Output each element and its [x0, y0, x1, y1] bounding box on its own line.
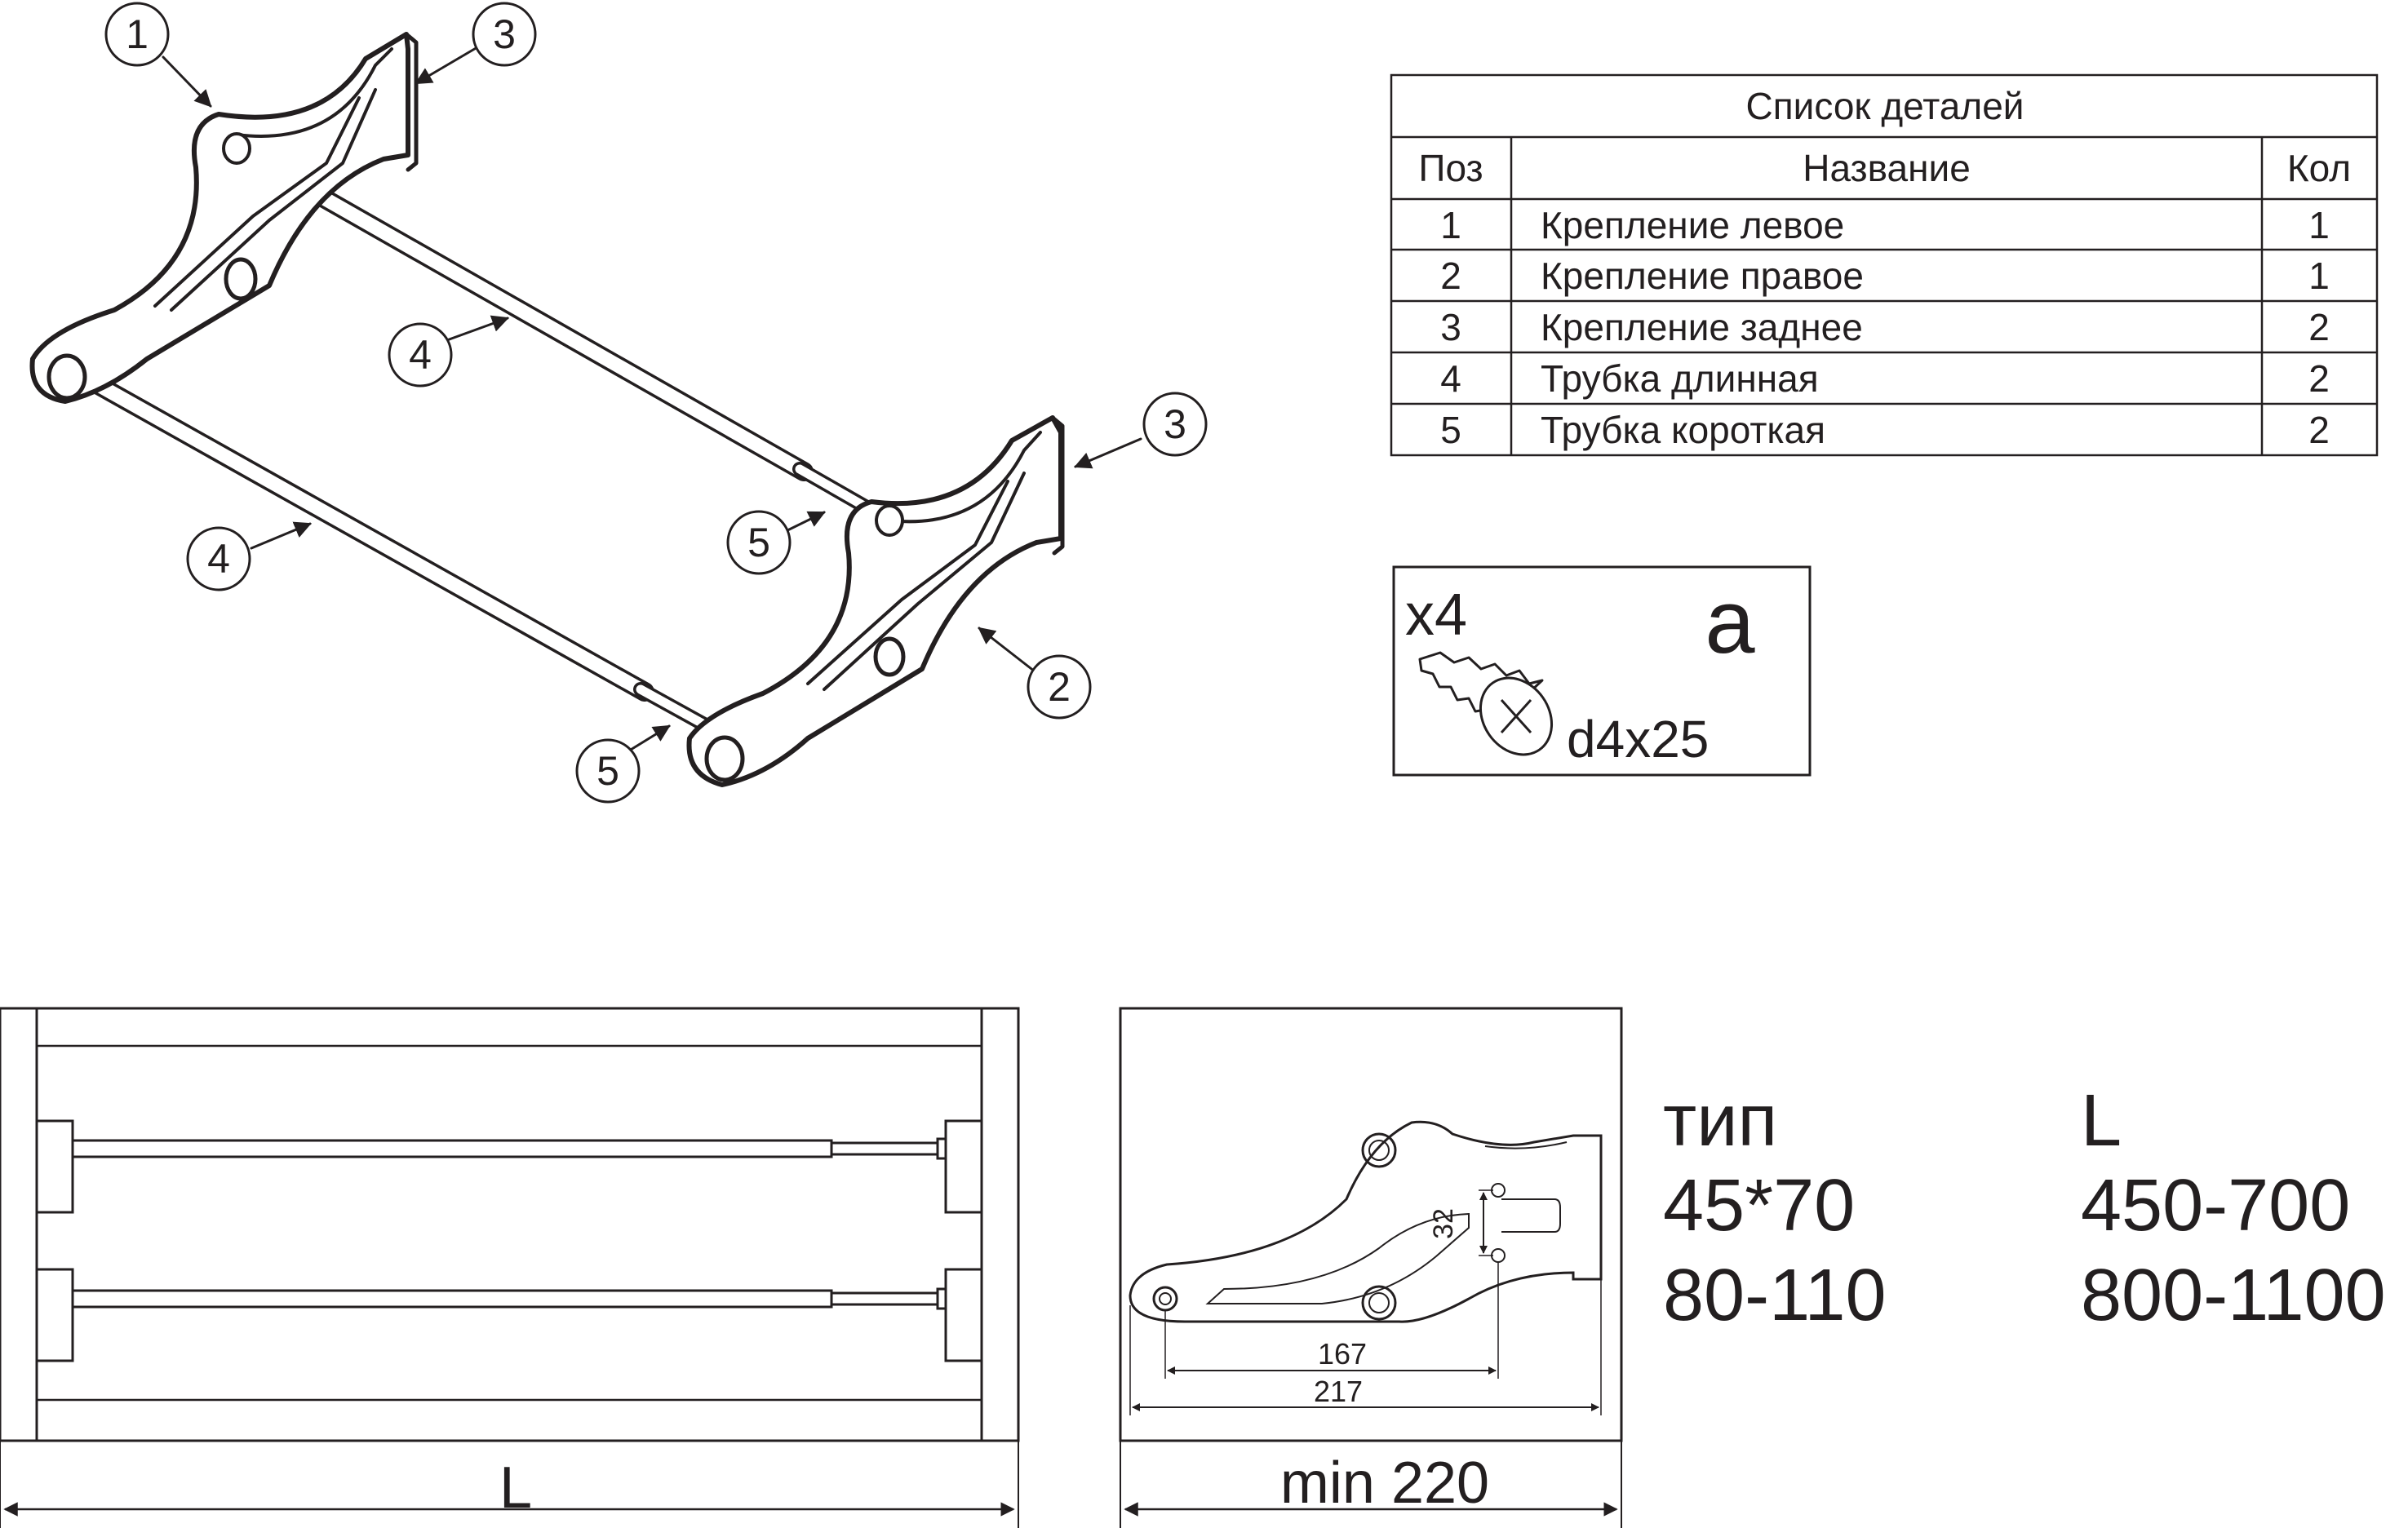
callout-5-front: 5: [596, 748, 619, 794]
row-2-name: Крепление правое: [1541, 255, 1864, 297]
dim-min-220: min 220: [1280, 1450, 1489, 1516]
callout-3-right: 3: [1164, 401, 1186, 447]
screw-size: d4x25: [1567, 710, 1709, 768]
row-5-qty: 2: [2308, 409, 2330, 451]
screw-letter: a: [1705, 572, 1755, 672]
screw-box: x4 a d4x25: [1392, 565, 1812, 777]
callout-5-back: 5: [747, 520, 770, 565]
row-3-name: Крепление заднее: [1541, 306, 1863, 348]
spec-table: тип L 45*70 450-700 80-110 800-1100: [1663, 1080, 2386, 1336]
callout-4-front: 4: [207, 536, 230, 582]
row-4-pos: 4: [1440, 357, 1461, 400]
tube-long-back: [227, 139, 897, 528]
header-name: Название: [1803, 147, 1971, 189]
row-1-pos: 1: [1440, 204, 1461, 246]
side-view: [1119, 1007, 1623, 1528]
dim-167: 167: [1318, 1337, 1367, 1371]
row-1-qty: 1: [2308, 204, 2330, 246]
parts-table-title: Список деталей: [1746, 85, 2024, 127]
front-view: [0, 1007, 1020, 1528]
row-1-name: Крепление левое: [1541, 204, 1844, 246]
screw-icon: [1418, 651, 1554, 756]
tube-long-front: [60, 359, 734, 744]
callout-4-back: 4: [409, 332, 432, 378]
spec-length-header: L: [2081, 1080, 2122, 1162]
dim-32: 32: [1428, 1208, 1459, 1239]
callout-1: 1: [126, 11, 149, 57]
bracket-left: [29, 32, 419, 404]
dim-L-label: L: [499, 1455, 532, 1521]
dim-217: 217: [1314, 1375, 1363, 1408]
isometric-assembly: [29, 2, 1208, 804]
screw-count: x4: [1405, 582, 1467, 648]
header-pos: Поз: [1418, 147, 1483, 189]
callout-circles: [104, 2, 1208, 804]
header-qty: Кол: [2287, 147, 2351, 189]
row-3-qty: 2: [2308, 306, 2330, 348]
row-3-pos: 3: [1440, 306, 1461, 348]
row-4-qty: 2: [2308, 357, 2330, 400]
spec-type-header: тип: [1663, 1080, 1777, 1162]
row-4-name: Трубка длинная: [1541, 357, 1819, 400]
row-2-pos: 2: [1440, 255, 1461, 297]
spec-length-1: 450-700: [2081, 1165, 2350, 1247]
parts-table: Список деталей Поз Название Кол 1 Крепле…: [1390, 73, 2379, 457]
row-2-qty: 1: [2308, 255, 2330, 297]
callout-labels: 1 3 4 3 5 4 2 5: [126, 11, 1186, 794]
callout-2: 2: [1048, 664, 1071, 710]
spec-length-2: 800-1100: [2081, 1255, 2386, 1336]
bracket-right: [686, 415, 1065, 787]
spec-type-1: 45*70: [1663, 1165, 1855, 1247]
spec-type-2: 80-110: [1663, 1255, 1887, 1336]
row-5-name: Трубка короткая: [1541, 409, 1825, 451]
row-5-pos: 5: [1440, 409, 1461, 451]
callout-3-left: 3: [493, 11, 516, 57]
